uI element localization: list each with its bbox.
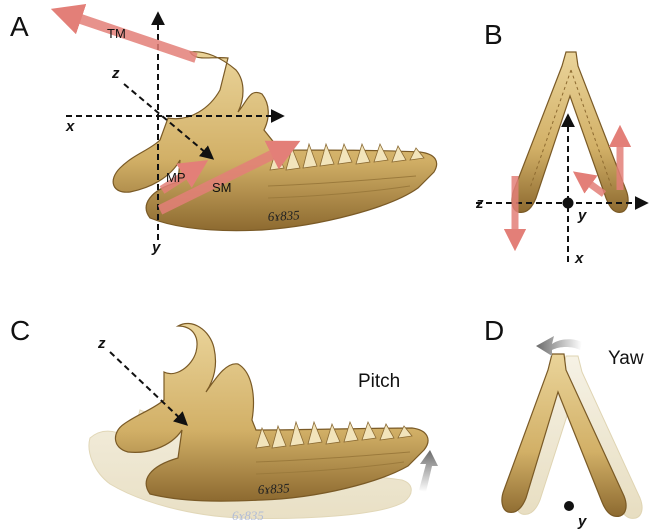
panel-a-z-label: z [111, 65, 120, 82]
panel-c-motion-label: Pitch [358, 371, 400, 392]
panel-d-letter: D [484, 315, 504, 346]
panel-a-tm-label: TM [107, 26, 126, 41]
panel-a-y-label: y [151, 239, 161, 256]
panel-c: C 6ɤ835 6ɤ835 z Pitch [10, 315, 438, 523]
panel-d-yaw-arrow [536, 336, 582, 356]
panel-a-letter: A [10, 11, 29, 42]
panel-b-y-label: y [577, 207, 587, 224]
panel-a-tm-arrow [66, 14, 196, 58]
panel-b: B z y x [475, 19, 646, 267]
panel-d: D Yaw y [484, 315, 644, 530]
panel-a: A 6ɤ835 x y z T [10, 11, 437, 256]
panel-c-specimen-number: 6ɤ835 [257, 480, 290, 497]
panel-a-sm-label: SM [212, 180, 232, 195]
panel-c-pitch-arrow [419, 450, 438, 492]
panel-b-z-label: z [475, 195, 484, 212]
panel-d-y-axis-point [564, 501, 574, 511]
panel-b-mandible [512, 52, 628, 212]
panel-c-mandible: 6ɤ835 [115, 323, 428, 501]
panel-a-x-label: x [65, 118, 75, 135]
panel-c-letter: C [10, 315, 30, 346]
panel-b-letter: B [484, 19, 503, 50]
panel-b-y-axis-point [563, 198, 574, 209]
panel-d-motion-label: Yaw [608, 348, 644, 369]
panel-c-z-label: z [97, 335, 106, 352]
panel-c-ghost-specimen-number: 6ɤ835 [232, 508, 264, 523]
panel-d-y-label: y [577, 513, 587, 530]
panel-b-x-label: x [574, 250, 584, 267]
panel-a-specimen-number: 6ɤ835 [267, 207, 300, 224]
panel-a-mp-label: MP [166, 170, 186, 185]
